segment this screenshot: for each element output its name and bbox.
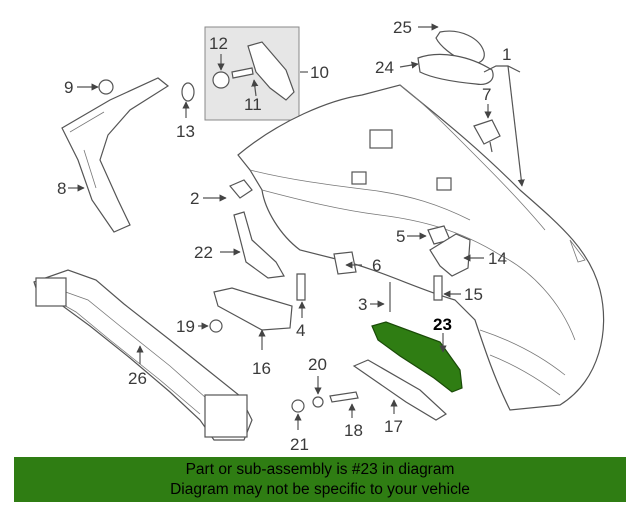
callout-15: 15 [464,285,483,304]
callout-6: 6 [372,256,381,275]
part-7-clip[interactable] [473,119,501,145]
callout-25: 25 [393,18,412,37]
callout-23: 23 [433,315,452,334]
callout-leaders [68,23,525,430]
part-26-impact-bar[interactable] [33,269,253,441]
part-20-washer[interactable] [312,396,324,408]
part-9-clip[interactable] [98,79,114,95]
part-2-clip[interactable] [229,179,253,199]
part-12-washer[interactable] [212,71,230,89]
callout-2: 2 [190,189,199,208]
callout-5: 5 [396,227,405,246]
part-21-washer[interactable] [291,399,305,413]
banner-line-1: Part or sub-assembly is #23 in diagram [185,461,455,478]
callout-17: 17 [384,417,403,436]
callout-9: 9 [64,78,73,97]
part-6-clip[interactable] [333,251,357,275]
part-16-bracket[interactable] [213,287,293,331]
callout-1: 1 [502,45,511,64]
parts-diagram: 9 12 10 11 13 25 24 1 7 8 2 22 5 6 14 15… [33,18,605,454]
callout-16: 16 [252,359,271,378]
part-23-highlighted[interactable] [371,321,463,393]
callout-4: 4 [296,321,305,340]
part-24-trim[interactable] [417,53,494,85]
callout-21: 21 [290,435,309,454]
part-14-bracket[interactable] [429,233,471,277]
callout-13: 13 [176,122,195,141]
callout-18: 18 [344,421,363,440]
callout-8: 8 [57,179,66,198]
callout-14: 14 [488,249,507,268]
part-19-washer[interactable] [209,319,223,333]
part-22-bracket[interactable] [233,211,285,279]
callout-11: 11 [244,95,262,114]
part-18-bolt[interactable] [329,391,359,403]
part-17-trim[interactable] [352,359,447,421]
part-8-bracket[interactable] [61,77,170,233]
callout-20: 20 [308,355,327,374]
part-10-bracket[interactable] [247,41,295,101]
banner-line-2: Diagram may not be specific to your vehi… [170,481,470,498]
callout-22: 22 [194,243,213,262]
callout-10: 10 [310,63,329,82]
callout-12: 12 [209,34,228,53]
part-13-washer[interactable] [181,82,195,102]
part-4-bolt[interactable] [296,273,306,301]
info-banner: Part or sub-assembly is #23 in diagram D… [14,457,626,502]
callout-24: 24 [375,58,394,77]
callout-3: 3 [358,295,367,314]
part-15-bolt[interactable] [433,275,443,301]
callout-19: 19 [176,317,195,336]
callout-7: 7 [482,85,491,104]
callout-numbers: 9 12 10 11 13 25 24 1 7 8 2 22 5 6 14 15… [57,18,511,454]
callout-26: 26 [128,369,147,388]
part-11-bolt[interactable] [231,67,254,79]
